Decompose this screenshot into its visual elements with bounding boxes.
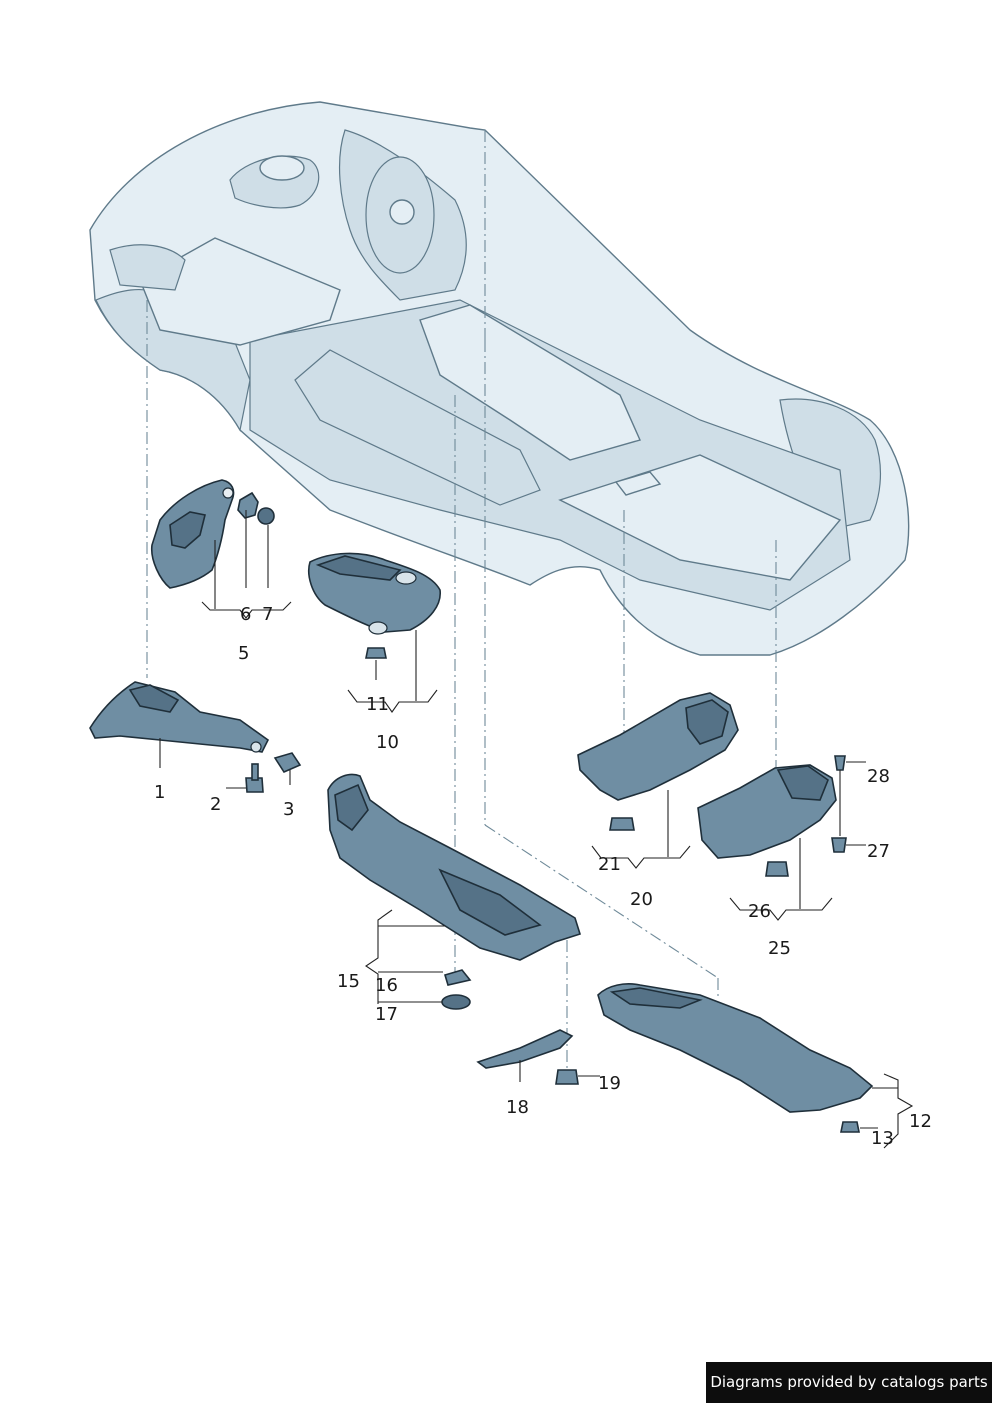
part-18-strip <box>476 1029 579 1085</box>
callout-18: 18 <box>506 1097 529 1118</box>
callout-17: 17 <box>375 1004 398 1025</box>
credit-banner: Diagrams provided by catalogs parts <box>706 1362 992 1403</box>
part-20-muffler-shield <box>577 692 739 831</box>
part-12-rear-shield <box>597 983 874 1133</box>
callout-16: 16 <box>375 975 398 996</box>
callout-12: 12 <box>909 1111 932 1132</box>
car-underbody <box>89 101 910 656</box>
callout-26: 26 <box>748 901 771 922</box>
part-25-muffler-shield <box>697 755 847 877</box>
callout-2: 2 <box>210 794 222 815</box>
part-1-front-shield <box>89 681 302 793</box>
callout-3: 3 <box>283 799 295 820</box>
callout-27: 27 <box>867 841 890 862</box>
part-5-heat-shield-bracket <box>150 479 275 589</box>
callout-6: 6 <box>240 604 252 625</box>
callout-13: 13 <box>871 1128 894 1149</box>
callout-5: 5 <box>238 643 250 664</box>
callout-25: 25 <box>768 938 791 959</box>
leader-lines <box>159 510 914 1149</box>
callout-20: 20 <box>630 889 653 910</box>
callout-19: 19 <box>598 1073 621 1094</box>
callout-7: 7 <box>262 604 274 625</box>
callout-1: 1 <box>154 782 166 803</box>
callout-21: 21 <box>598 854 621 875</box>
part-10-cover <box>308 552 441 659</box>
callout-11: 11 <box>366 694 389 715</box>
part-15-tunnel-shield <box>327 773 582 1010</box>
callout-15: 15 <box>337 971 360 992</box>
callout-10: 10 <box>376 732 399 753</box>
callout-28: 28 <box>867 766 890 787</box>
